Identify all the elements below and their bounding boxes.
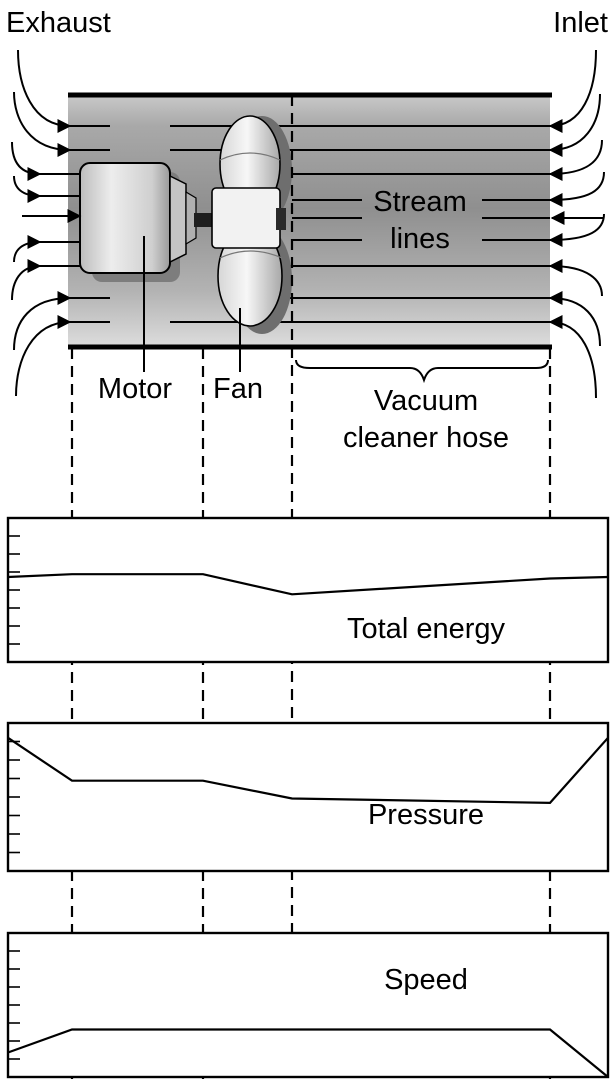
total-energy-line bbox=[7, 573, 609, 596]
pressure-line bbox=[7, 736, 609, 805]
pressure-panel bbox=[6, 721, 610, 873]
fan-label: Fan bbox=[213, 373, 263, 405]
exhaust-label: Exhaust bbox=[6, 7, 111, 39]
speed-label: Speed bbox=[384, 964, 468, 996]
stream-lines-label-2: lines bbox=[390, 223, 450, 255]
total-energy-panel bbox=[6, 516, 610, 664]
inlet-label: Inlet bbox=[553, 7, 608, 39]
inlet-streamlines bbox=[548, 49, 605, 399]
speed-panel bbox=[6, 931, 610, 1079]
total-energy-label: Total energy bbox=[347, 613, 505, 645]
speed-line bbox=[7, 1028, 609, 1078]
motor-label: Motor bbox=[98, 373, 172, 405]
motor-body bbox=[79, 162, 171, 274]
pressure-label: Pressure bbox=[368, 799, 484, 831]
stream-lines-label-1: Stream bbox=[373, 186, 466, 218]
streamlines-motor bbox=[22, 173, 82, 267]
motor-collar bbox=[169, 174, 187, 264]
fan-assembly bbox=[211, 115, 292, 334]
hose-brace bbox=[295, 359, 549, 384]
fan-hub bbox=[211, 187, 281, 249]
hose-label-1: Vacuum bbox=[374, 385, 478, 417]
hose-label-2: cleaner hose bbox=[343, 422, 509, 454]
exhaust-streamlines bbox=[11, 49, 72, 397]
